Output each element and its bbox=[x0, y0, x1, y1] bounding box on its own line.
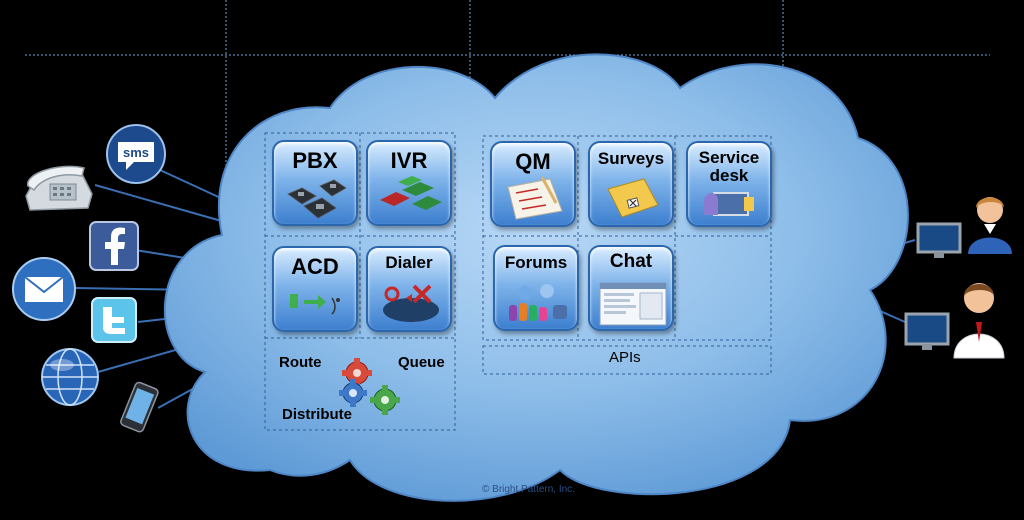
forums-icon bbox=[509, 284, 567, 321]
surveys-label: Surveys bbox=[597, 149, 665, 168]
globe-icon bbox=[41, 348, 99, 406]
qm-label: QM bbox=[515, 149, 551, 174]
surveys-tile: Surveys bbox=[588, 141, 674, 227]
phone-icon bbox=[25, 165, 93, 211]
service-desk-label-line1: Service bbox=[698, 148, 760, 167]
pbx-tile: PBX bbox=[272, 140, 358, 226]
chat-tile: Chat bbox=[588, 245, 674, 331]
email-icon bbox=[12, 257, 76, 321]
route-label: Route bbox=[279, 354, 322, 371]
facebook-icon bbox=[89, 221, 139, 271]
service-desk-icon bbox=[704, 192, 754, 216]
chat-label: Chat bbox=[609, 251, 653, 272]
sms-icon: sms bbox=[106, 124, 166, 184]
dialer-label: Dialer bbox=[385, 253, 433, 272]
gears-icon bbox=[339, 358, 400, 415]
pbx-label: PBX bbox=[292, 148, 338, 173]
desk-phones-icon bbox=[287, 179, 347, 219]
dialer-tile: Dialer bbox=[366, 246, 452, 332]
agent-workstation-male-icon bbox=[904, 283, 1005, 359]
agent-workstation-female-icon bbox=[916, 197, 1012, 258]
chat-window-icon bbox=[599, 282, 667, 326]
queue-label: Queue bbox=[398, 354, 445, 371]
ivr-label: IVR bbox=[390, 148, 428, 173]
ivr-tile: IVR bbox=[366, 140, 452, 226]
twitter-icon bbox=[91, 297, 137, 343]
gear-green bbox=[370, 385, 400, 415]
apis-label: APIs bbox=[609, 349, 641, 366]
copyright-text: © Bright Pattern, Inc. bbox=[482, 484, 575, 495]
ivr-flow-icon bbox=[380, 176, 442, 210]
acd-tile: ACD bbox=[272, 246, 358, 332]
qm-tile: QM bbox=[490, 141, 576, 227]
gear-blue bbox=[339, 379, 367, 407]
mobile-phone-icon bbox=[120, 381, 159, 433]
quality-checklist-icon bbox=[507, 176, 563, 220]
survey-form-icon bbox=[607, 178, 659, 218]
sms-icon-text: sms bbox=[123, 145, 149, 160]
acd-label: ACD bbox=[291, 254, 339, 279]
service-desk-label: Service desk bbox=[688, 149, 770, 185]
forums-label: Forums bbox=[504, 253, 568, 272]
acd-routing-icon bbox=[290, 294, 340, 315]
forums-tile: Forums bbox=[493, 245, 579, 331]
dialer-icon bbox=[383, 284, 439, 322]
top-guide-lines bbox=[25, 0, 990, 195]
service-desk-tile: Service desk bbox=[686, 141, 772, 227]
distribute-label: Distribute bbox=[282, 406, 353, 423]
service-desk-label-line2: desk bbox=[709, 166, 749, 185]
